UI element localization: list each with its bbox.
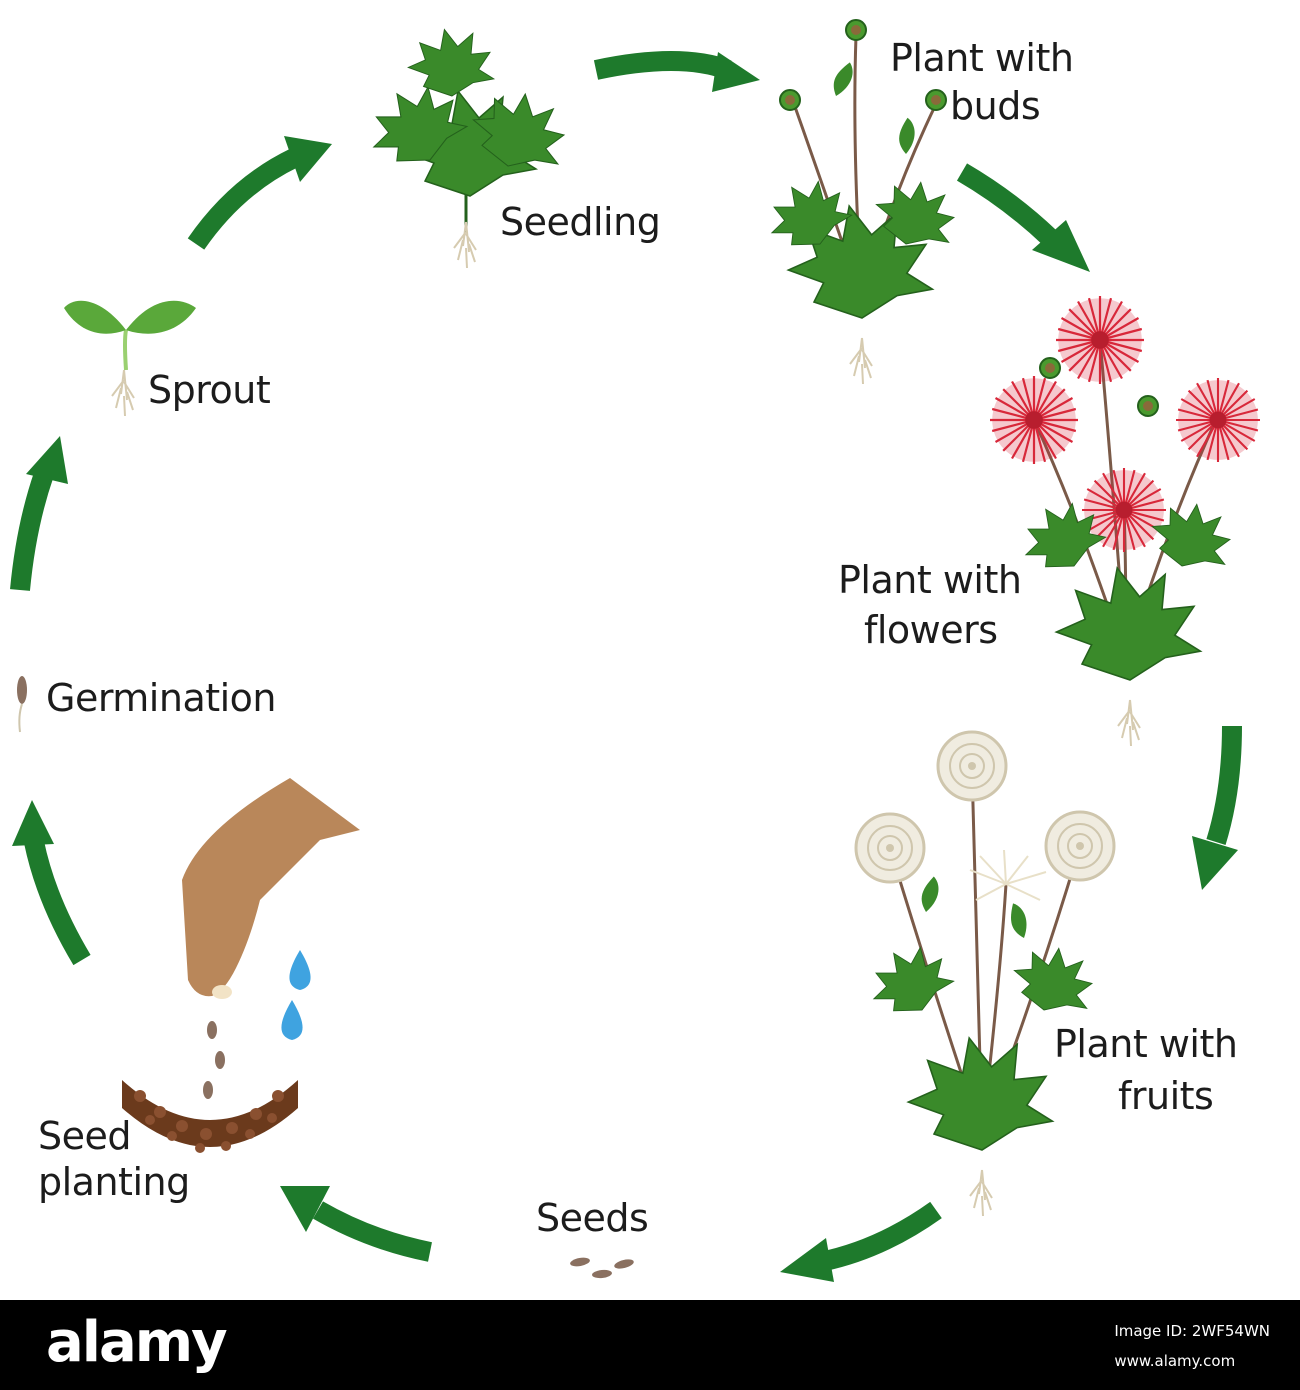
diagram-canvas [10, 19, 1262, 1282]
label-plant-with-flowers-line2: flowers [864, 608, 998, 652]
arrow-buds-to-flowers [956, 163, 1057, 246]
footer-meta: Image ID: 2WF54WN www.alamy.com [1114, 1316, 1270, 1376]
label-seeds: Seeds [536, 1196, 649, 1240]
arrow-planting-to-germination [24, 839, 91, 966]
arrow-fruits-to-seeds [817, 1201, 942, 1272]
seed-planting-illustration [122, 778, 360, 1153]
plant-with-fruits-illustration [854, 730, 1116, 1217]
label-plant-with-flowers-line1: Plant with [838, 558, 1022, 602]
arrow-germination-to-sprout [10, 470, 54, 591]
arrow-buds-to-flowers-head [1032, 220, 1090, 272]
footer-image-id: Image ID: 2WF54WN [1114, 1322, 1270, 1340]
plant-with-buds-illustration [759, 19, 966, 385]
stock-footer-bar: alamy Image ID: 2WF54WN www.alamy.com [0, 1300, 1300, 1390]
label-seedling: Seedling [500, 200, 661, 244]
arrow-planting-to-germination-head [12, 800, 54, 846]
arrow-flowers-to-fruits [1206, 725, 1242, 845]
seedling-illustration [358, 29, 578, 269]
footer-site-url: www.alamy.com [1114, 1352, 1236, 1370]
label-seed-planting-line1: Seed [38, 1114, 132, 1158]
label-seed-planting-line2: planting [38, 1160, 190, 1204]
label-plant-with-buds-line1: Plant with [890, 36, 1074, 80]
arrow-seeds-to-planting [313, 1201, 432, 1262]
arrow-germination-to-sprout-head [26, 436, 68, 484]
arrow-sprout-to-seedling-head [284, 136, 332, 182]
arrow-fruits-to-seeds-head [780, 1238, 834, 1282]
label-plant-with-fruits-line2: fruits [1118, 1074, 1214, 1118]
footer-brand-logo: alamy [46, 1310, 228, 1375]
label-plant-with-buds-line2: buds [950, 84, 1041, 128]
label-plant-with-fruits-line1: Plant with [1054, 1022, 1238, 1066]
label-sprout: Sprout [148, 368, 271, 412]
sprout-illustration [64, 300, 196, 417]
germination-illustration [17, 676, 27, 733]
seeds-illustration [570, 1257, 634, 1279]
label-germination: Germination [46, 676, 277, 720]
arrow-sprout-to-seedling [187, 148, 299, 250]
plant-with-flowers-illustration [988, 294, 1262, 747]
arrow-seedling-to-buds [593, 51, 732, 80]
arrow-seedling-to-buds-head [712, 52, 760, 92]
arrow-seeds-to-planting-head [280, 1186, 330, 1232]
cycle-arrows [10, 51, 1242, 1282]
arrow-flowers-to-fruits-head [1192, 836, 1238, 890]
life-cycle-diagram: Seedling Plant with buds Sprout Plant wi… [10, 19, 1262, 1282]
